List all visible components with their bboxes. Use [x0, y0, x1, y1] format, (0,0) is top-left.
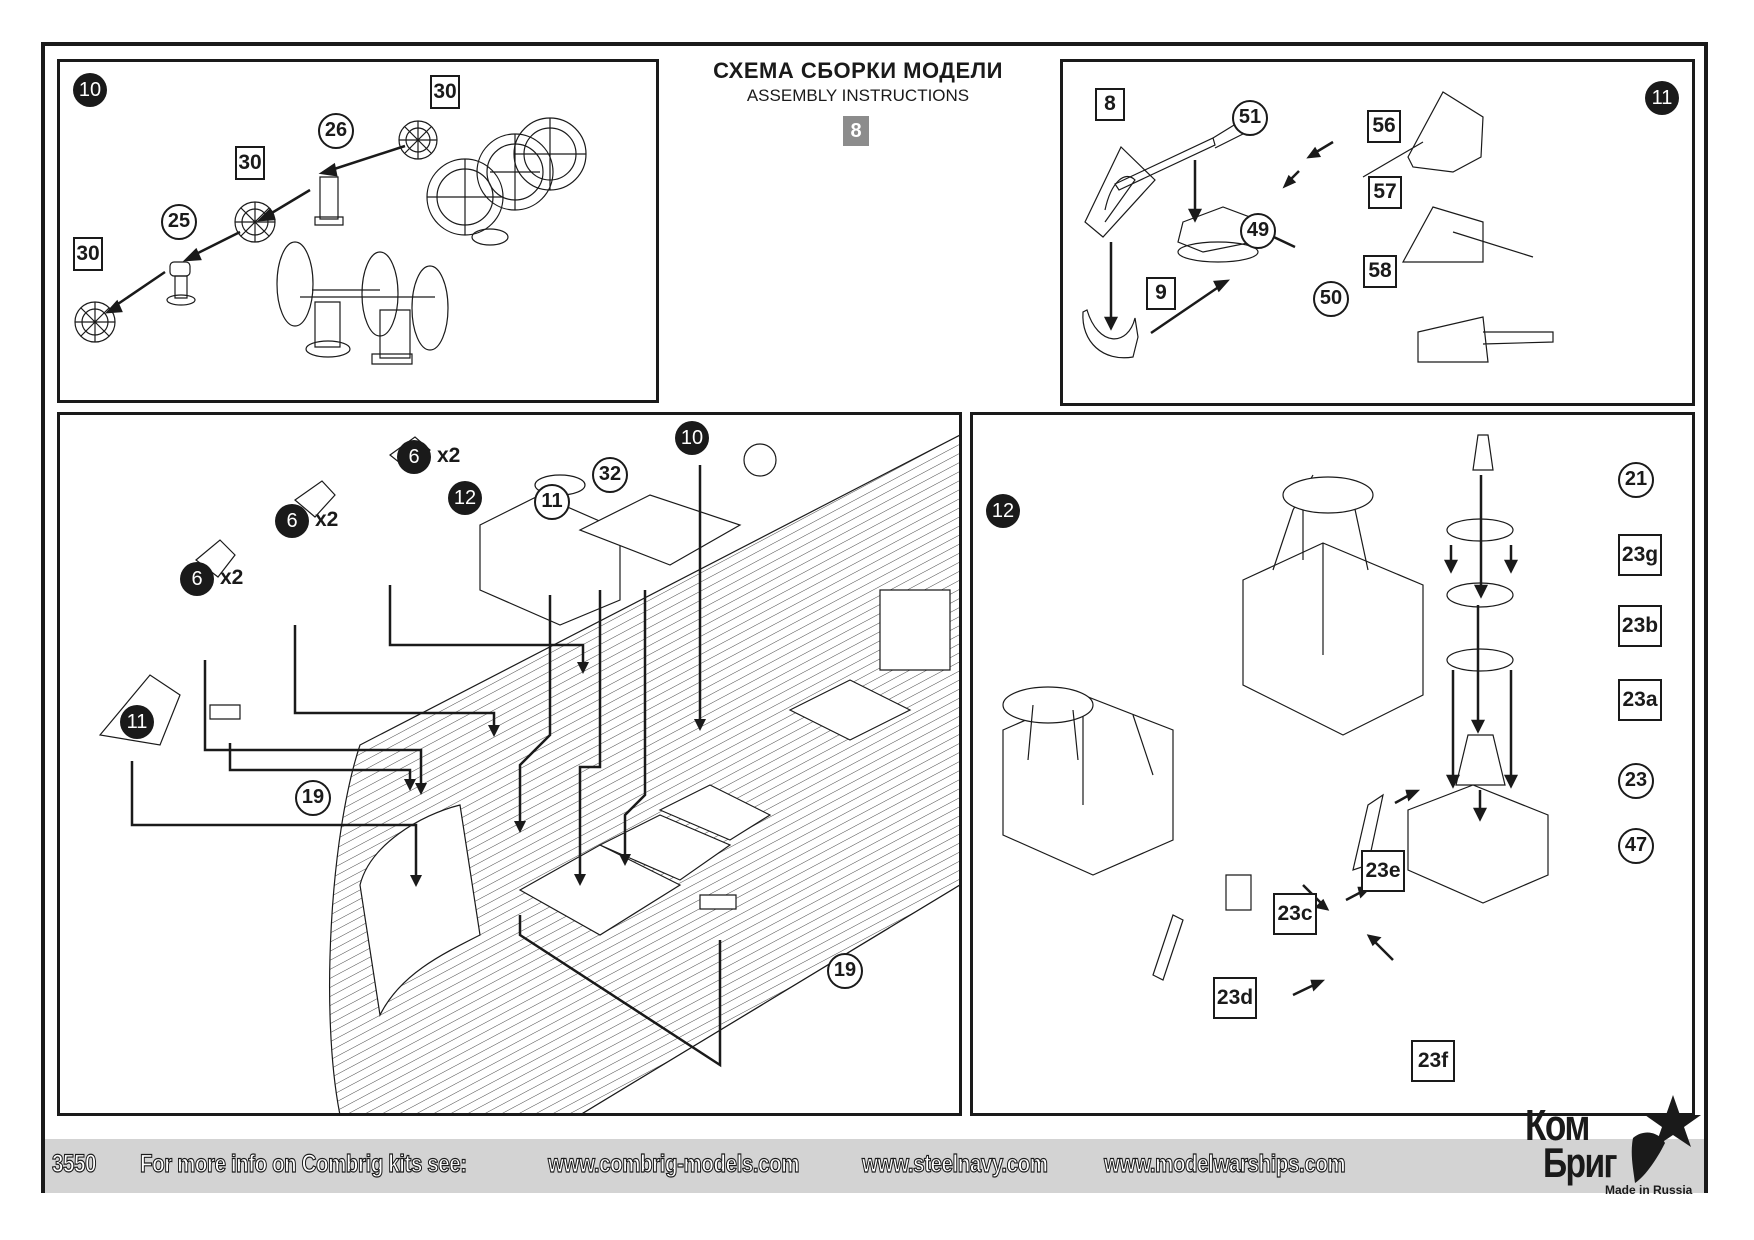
- title-russian: СХЕМА СБОРКИ МОДЕЛИ: [713, 58, 1003, 83]
- part-label-23d: 23d: [1213, 977, 1257, 1019]
- part-label-8: 8: [1095, 88, 1125, 121]
- shield-part-8: [1085, 147, 1155, 237]
- part-label-50: 50: [1313, 281, 1349, 317]
- frame-part-23c: [1226, 875, 1251, 910]
- part-label-47: 47: [1618, 828, 1654, 864]
- panel-step-11: 8 9 51 49 50 56 57 58 11: [1060, 59, 1695, 406]
- part-32-callout: 32: [592, 457, 628, 493]
- step-10-callout: 10: [675, 421, 709, 455]
- ship-deck-illustration: [60, 415, 959, 1113]
- paddle-wheel-bottom: [75, 302, 115, 342]
- ladder-part-23d: [1153, 915, 1183, 980]
- bracket-part: [167, 262, 195, 305]
- part-label-9: 9: [1146, 277, 1176, 310]
- turret-view-1: [1363, 92, 1483, 177]
- part-label-23f: 23f: [1411, 1040, 1455, 1082]
- turret-view-2: [1403, 207, 1533, 262]
- wheelhouse-large: [1243, 543, 1423, 735]
- stand-6-callout-b: 6: [275, 504, 309, 538]
- step-12-callout: 12: [448, 481, 482, 515]
- part-label-57: 57: [1368, 176, 1402, 209]
- part-label-23b: 23b: [1618, 605, 1662, 647]
- assembled-wheels-top: [427, 118, 586, 245]
- hatch-1: [520, 845, 680, 935]
- stand-6-qty-c: x2: [437, 444, 461, 467]
- part-label-30-top: 30: [430, 75, 460, 109]
- shield-part-9: [1083, 310, 1138, 358]
- footer-link-combrig[interactable]: www.combrig-models.com: [548, 1149, 800, 1178]
- step-10-badge: 10: [73, 73, 107, 107]
- part-label-51: 51: [1232, 100, 1268, 136]
- rail-part-23a: [1447, 649, 1513, 671]
- part-label-30-bottom: 30: [73, 237, 103, 271]
- footer-link-steelnavy[interactable]: www.steelnavy.com: [862, 1149, 1049, 1178]
- bollard-19-right: [700, 895, 736, 909]
- part-label-56: 56: [1367, 110, 1401, 143]
- brand-bottom-text: Бриг: [1543, 1139, 1618, 1186]
- paddle-wheel-top: [399, 121, 437, 159]
- part-label-23a: 23a: [1618, 679, 1662, 721]
- footer-link-modelwarships[interactable]: www.modelwarships.com: [1104, 1149, 1347, 1178]
- step-11-badge: 11: [1645, 81, 1679, 115]
- brand-top-text: Ком: [1525, 1101, 1590, 1150]
- stand-6-callout-a: 6: [180, 562, 214, 596]
- step-12-badge: 12: [986, 494, 1020, 528]
- step-11-callout: 11: [534, 484, 570, 520]
- stand-6-qty-a: x2: [220, 566, 244, 589]
- wheelhouse-small: [1003, 695, 1173, 875]
- footer-info-text: For more info on Combrig kits see:: [140, 1149, 468, 1178]
- title-english: ASSEMBLY INSTRUCTIONS: [746, 86, 970, 105]
- cone-part-23: [1456, 735, 1505, 785]
- bollard-19-callout-right: 19: [827, 953, 863, 989]
- part-label-49: 49: [1240, 213, 1276, 249]
- stand-6-qty-b: x2: [315, 508, 339, 531]
- paddle-wheel-illustration: [60, 62, 659, 403]
- part-label-23: 23: [1618, 763, 1654, 799]
- turret-view-3: [1418, 317, 1553, 362]
- base-part-50: [1178, 242, 1258, 262]
- bollard-19: [210, 705, 240, 719]
- panel-ship-deck: 12 11 32 10 6 x2 6 x2 6 x2 11 19 19: [57, 412, 962, 1116]
- part-label-25: 25: [161, 204, 197, 240]
- skylight: [790, 680, 910, 740]
- bollard-19-callout-left: 19: [295, 780, 331, 816]
- wheel-cluster: [744, 444, 776, 476]
- wheelhouse-illustration: [973, 415, 1695, 1116]
- assembled-wheels-bottom: [277, 242, 448, 364]
- stern-curve: [360, 805, 480, 1015]
- star-icon: [1631, 1095, 1701, 1183]
- part-label-21: 21: [1618, 462, 1654, 498]
- stand-6-b: [295, 481, 335, 517]
- made-in-russia: Made in Russia: [1605, 1183, 1693, 1197]
- part-label-23c: 23c: [1273, 893, 1317, 935]
- paddle-wheel-mid: [235, 202, 275, 242]
- part-label-26: 26: [318, 113, 354, 149]
- stand-6-callout-c: 6: [397, 440, 431, 474]
- part-label-58: 58: [1363, 255, 1397, 288]
- house-part-47: [1408, 785, 1548, 903]
- footer-band: [45, 1139, 1704, 1193]
- part-label-30-mid: 30: [235, 146, 265, 180]
- hatch-2: [600, 815, 730, 880]
- part-label-23e: 23e: [1361, 850, 1405, 892]
- pedestal-part: [315, 177, 343, 225]
- hatch-3: [660, 785, 770, 840]
- kit-number: 3550: [52, 1149, 97, 1178]
- panel-step-10: 10 30 26 30 25 30: [57, 59, 659, 403]
- deck-housing: [880, 590, 950, 670]
- page-number-badge: 8: [843, 116, 869, 146]
- panel-step-12: 12 21 23g 23b 23a 23 47 23e 23c 23d 23f: [970, 412, 1695, 1116]
- part-label-23g: 23g: [1618, 534, 1662, 576]
- lamp-part-21: [1473, 435, 1493, 470]
- gun-11-callout: 11: [120, 705, 154, 739]
- combrig-logo: Ком Бриг Made in Russia: [1515, 1083, 1715, 1198]
